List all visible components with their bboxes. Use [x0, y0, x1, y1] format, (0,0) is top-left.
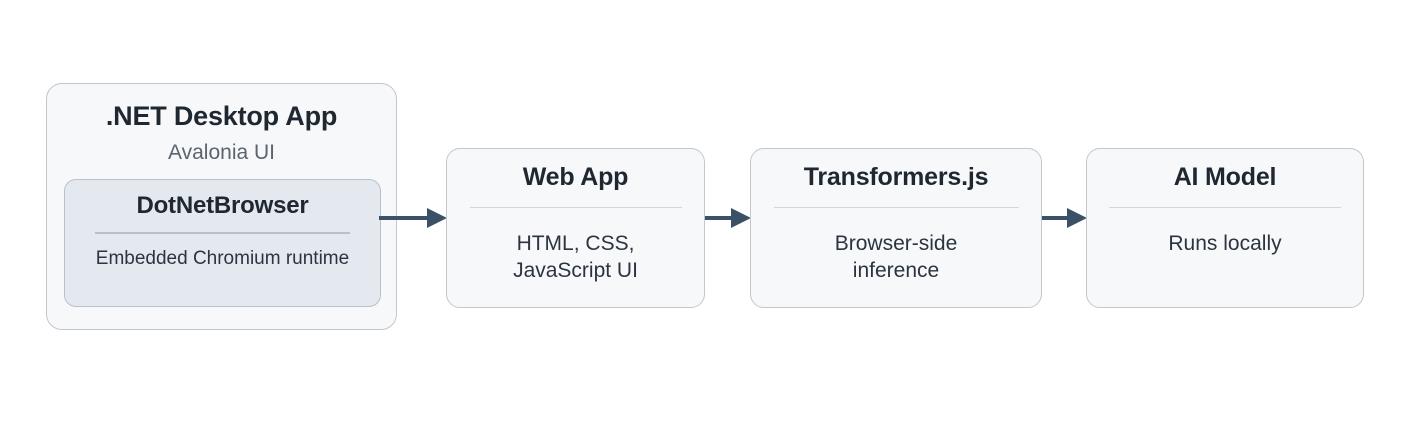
node-ai-model-subtitle: Runs locally: [1168, 232, 1282, 256]
node-ai-model-divider: [1109, 207, 1341, 209]
node-transformers-js-title: Transformers.js: [803, 163, 989, 191]
node-transformers-js-subtitle-line-1: Browser-side: [834, 232, 958, 256]
arrow-transformers-to-aimodel-icon: [1042, 208, 1087, 228]
node-dotnetbrowser-title: DotNetBrowser: [136, 192, 309, 219]
node-ai-model-title: AI Model: [1173, 163, 1277, 191]
node-transformers-js-subtitle-line-2: inference: [852, 259, 940, 283]
node-transformers-js-divider: [773, 207, 1019, 209]
node-dotnetbrowser-subtitle: Embedded Chromium runtime: [95, 247, 350, 269]
node-web-app-divider: [469, 207, 682, 209]
node-web-app[interactable]: Web App HTML, CSS, JavaScript UI: [446, 148, 705, 308]
node-dotnet-desktop-app-subtitle: Avalonia UI: [167, 140, 275, 164]
node-dotnetbrowser-divider: [95, 232, 350, 234]
node-dotnet-desktop-app-title: .NET Desktop App: [105, 101, 338, 131]
node-transformers-js[interactable]: Transformers.js Browser-side inference: [750, 148, 1042, 308]
arrow-dotnetbrowser-to-webapp-icon: [379, 208, 447, 228]
node-web-app-title: Web App: [522, 163, 629, 191]
node-ai-model[interactable]: AI Model Runs locally: [1086, 148, 1364, 308]
node-web-app-subtitle-line-2: JavaScript UI: [513, 259, 638, 283]
node-web-app-subtitle-line-1: HTML, CSS,: [516, 232, 635, 256]
node-web-app-subtitle: HTML, CSS, JavaScript UI: [513, 231, 638, 285]
node-dotnetbrowser[interactable]: DotNetBrowser Embedded Chromium runtime: [64, 179, 381, 307]
node-dotnet-desktop-app[interactable]: .NET Desktop App Avalonia UI DotNetBrows…: [46, 83, 397, 330]
node-transformers-js-subtitle: Browser-side inference: [835, 231, 958, 285]
arrow-webapp-to-transformers-icon: [705, 208, 751, 228]
